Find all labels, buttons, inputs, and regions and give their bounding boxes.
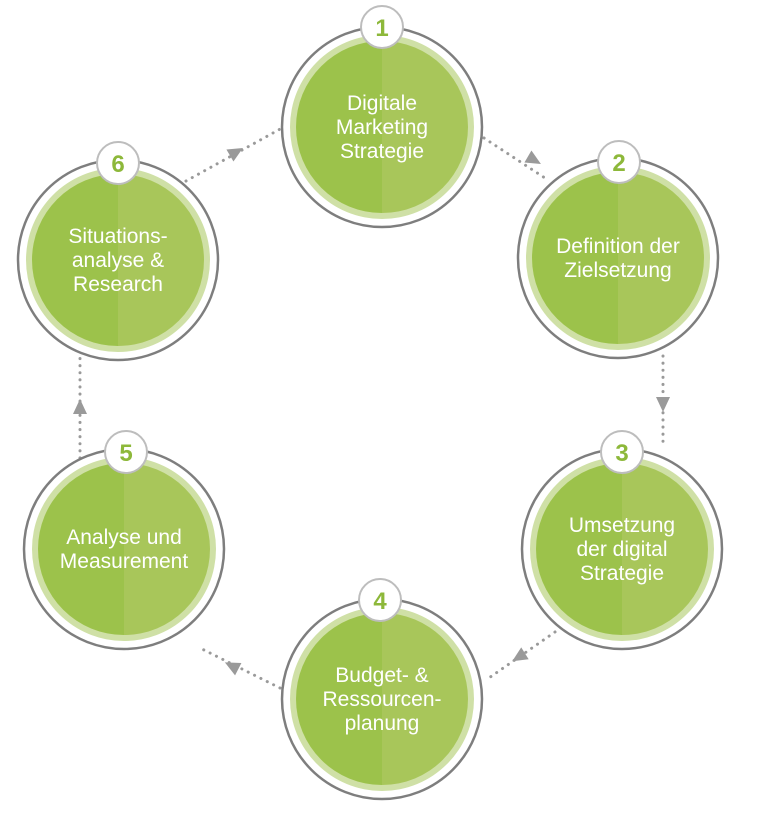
step-number: 1: [375, 15, 388, 42]
step-number: 6: [111, 151, 124, 178]
step-label: Situations-analyse &Research: [68, 225, 167, 296]
step-label-line: Ressourcen-: [322, 688, 441, 711]
connector-3-4: [484, 630, 557, 682]
step-label-line: Situations-: [68, 225, 167, 248]
arrow-left-icon: [224, 662, 242, 676]
step-label-line: Digitale: [347, 92, 417, 115]
step-label-line: Measurement: [60, 550, 189, 573]
connector-1-2: [482, 136, 550, 182]
connector-6-1: [184, 126, 284, 183]
step-label-line: Strategie: [580, 562, 664, 585]
step-number-badge: [360, 5, 404, 49]
step-number-badge: [597, 140, 641, 184]
step-number-badge: [96, 141, 140, 185]
step-label-line: Zielsetzung: [564, 259, 671, 282]
arrow-down-left-icon: [512, 647, 529, 662]
step-circle: [38, 463, 210, 635]
step-label-line: Definition der: [556, 235, 680, 258]
step-label: Budget- &Ressourcen-planung: [322, 664, 441, 735]
arrow-down-right-icon: [524, 150, 541, 164]
step-label-line: Umsetzung: [569, 514, 675, 537]
step-label-line: Budget- &: [335, 664, 428, 687]
connector-4-5: [198, 646, 282, 690]
step-circle: [296, 613, 468, 785]
connector-2-3: [656, 354, 670, 450]
step-circle: [32, 174, 204, 346]
step-label-line: Analyse und: [66, 526, 182, 549]
dotted-line: [198, 646, 282, 690]
step-circle: [536, 463, 708, 635]
step-label-line: Marketing: [336, 116, 428, 139]
step-label-line: der digital: [576, 538, 667, 561]
dotted-line: [184, 126, 284, 183]
step-number-badge: [358, 578, 402, 622]
step-circle: [532, 172, 704, 344]
step-number: 5: [119, 440, 132, 467]
step-number-badge: [104, 430, 148, 474]
arrow-down-icon: [656, 397, 670, 412]
dotted-line: [482, 136, 550, 182]
step-node-6: Situations-analyse &Research 6: [16, 141, 220, 362]
step-label-line: analyse &: [72, 249, 164, 272]
arrow-up-icon: [73, 399, 87, 414]
step-node-4: Budget- &Ressourcen-planung 4: [280, 578, 484, 801]
step-label-line: Strategie: [340, 140, 424, 163]
step-circle: [296, 41, 468, 213]
step-number-badge: [600, 430, 644, 474]
step-label-line: Research: [73, 273, 163, 296]
connector-layer: [73, 126, 670, 690]
step-label-line: planung: [345, 712, 420, 735]
arrow-up-right-icon: [226, 148, 243, 162]
step-number: 2: [612, 150, 625, 177]
step-number: 3: [615, 440, 628, 467]
step-number: 4: [373, 588, 387, 615]
connector-5-6: [73, 353, 87, 460]
